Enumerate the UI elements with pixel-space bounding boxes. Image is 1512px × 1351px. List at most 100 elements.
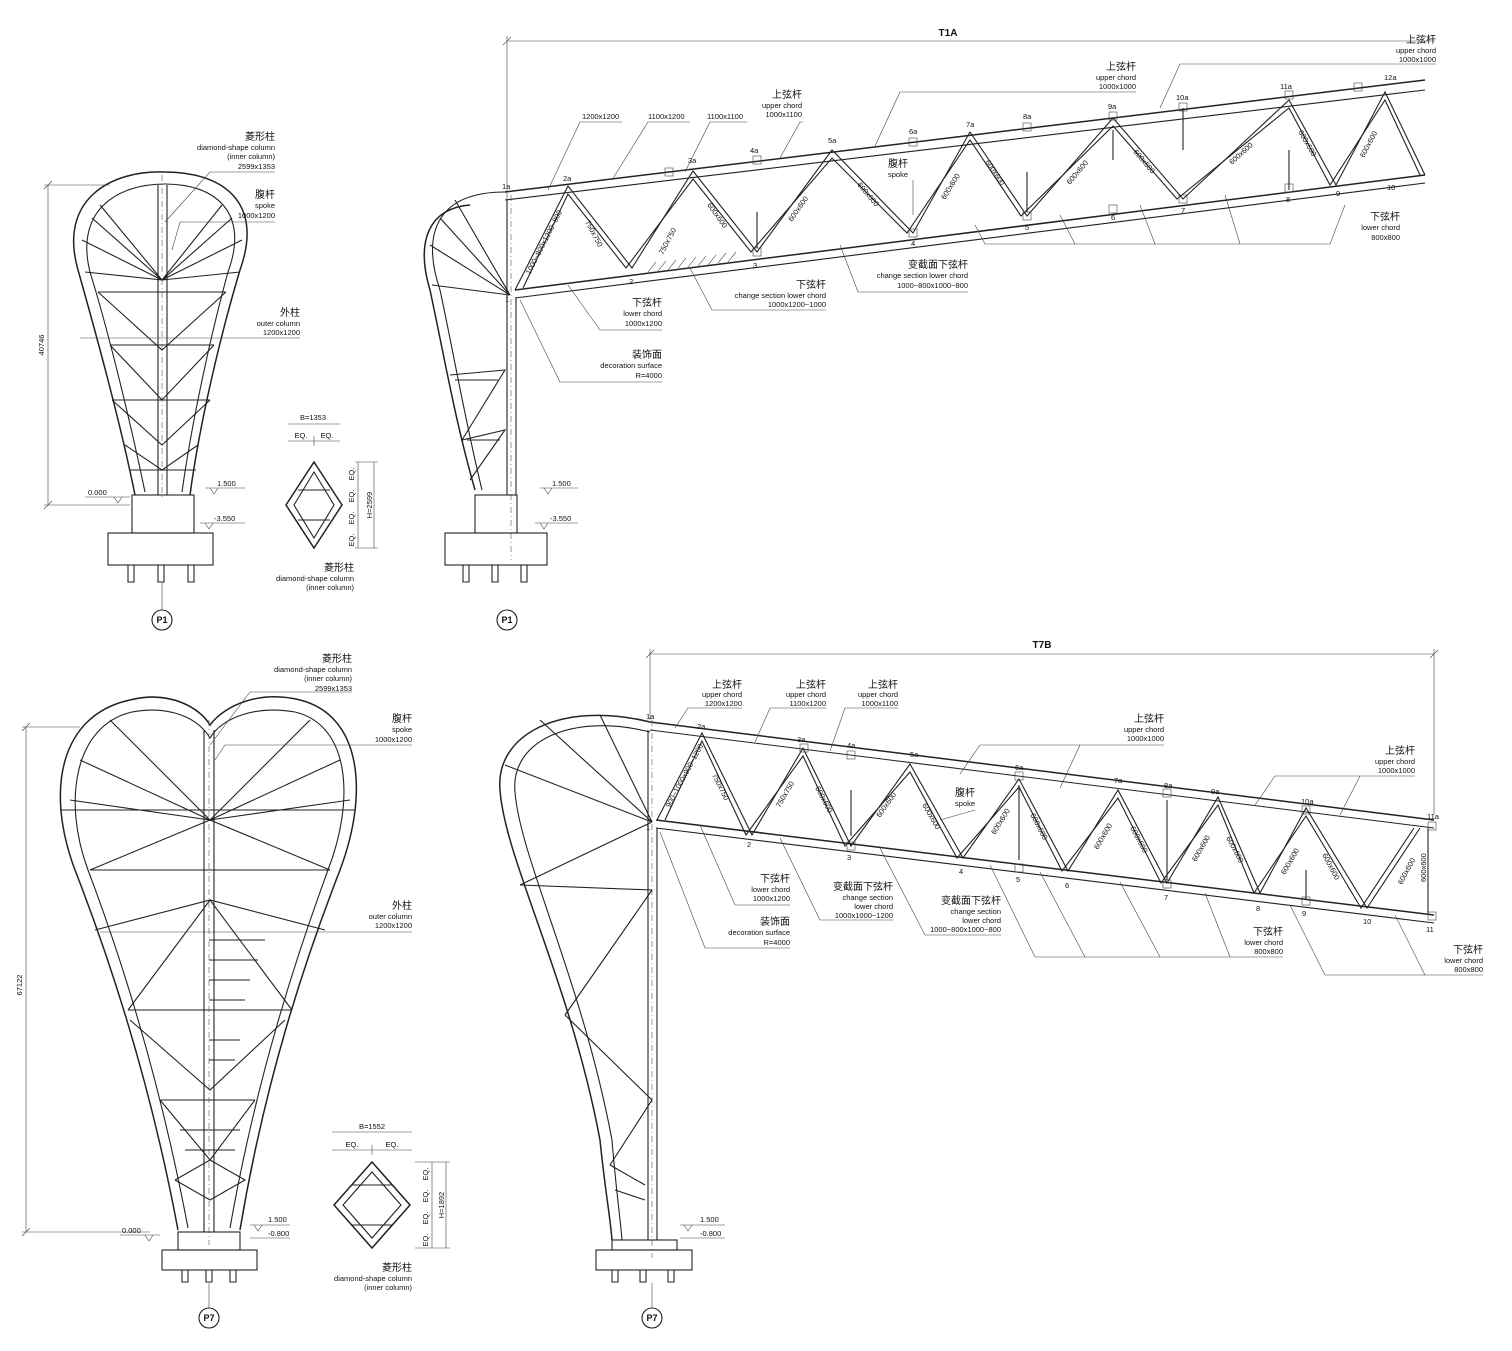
section-label-en2: (inner column): [306, 583, 354, 592]
leader-lc1: [567, 284, 662, 331]
truss-title: T7B: [1033, 640, 1052, 651]
node-9a: 9a: [1211, 787, 1220, 796]
lower-chord-en-2: lower chord: [1361, 223, 1400, 232]
upper-chord-cn-a: 上弦杆: [712, 678, 742, 691]
diamond-outline: [285, 460, 343, 550]
piles: [462, 565, 528, 583]
node-5a: 5a: [910, 750, 919, 759]
dimension-tick: [21, 1227, 31, 1237]
web-size-16: 600x600: [1419, 853, 1428, 882]
node-8a: 8a: [1164, 781, 1173, 790]
upper-chord-cn-d: 上弦杆: [1134, 712, 1164, 725]
section-eq-v3: EQ.: [347, 512, 356, 525]
column-base: [611, 1239, 678, 1251]
pile-cap: [161, 1249, 258, 1271]
t1a-truss-elevation: T1A: [423, 28, 1436, 631]
node-2: 2: [747, 840, 751, 849]
web-members-inner: [664, 739, 1415, 910]
node-3: 3: [847, 853, 851, 862]
pile-cap: [444, 532, 548, 566]
leader-uc-b: [754, 707, 826, 743]
upper-chord-cn-b: 上弦杆: [796, 678, 826, 691]
web-size-9: 600x600: [1065, 158, 1090, 186]
fan-spokes: [504, 714, 653, 1201]
inner-label-en: diamond-shape column: [197, 143, 275, 152]
truss-title: T1A: [939, 28, 958, 39]
node-9: 9: [1302, 909, 1306, 918]
upper-chord-bottom: [504, 89, 1426, 201]
node-7: 7: [1164, 893, 1168, 902]
node-5: 5: [1016, 875, 1020, 884]
column-tag-bubble: [198, 1307, 220, 1329]
leader-uc1: [779, 121, 803, 159]
section-eq-v3: EQ.: [421, 1212, 430, 1225]
level-1: 1.500: [700, 1215, 719, 1224]
node-8: 8: [1256, 904, 1260, 913]
upper-chord-size-a: 1200x1200: [705, 699, 742, 708]
leader-spoke: [214, 744, 412, 761]
lower-chord-en-2: lower chord: [1244, 938, 1283, 947]
lower-chord-size-1: 1000x1200: [625, 319, 662, 328]
leader-s1: [547, 121, 622, 191]
level-marker-icon: [204, 522, 214, 530]
leader-cs2: [689, 267, 826, 311]
web-size-10: 600x600: [1131, 148, 1156, 176]
leader-lc2c: [1139, 204, 1156, 245]
size-1100x1200: 1100x1200: [648, 112, 685, 121]
leader-lc2c: [1119, 881, 1161, 958]
web-size-1: 900~1000x900~1200: [664, 742, 705, 809]
level-2: -3.550: [550, 514, 571, 523]
leader-uc3: [1159, 63, 1436, 109]
p7-diamond-section: B=1552 EQ. EQ. EQ. EQ. EQ. EQ. H=1892 菱形…: [332, 1122, 450, 1292]
section-eq-1: EQ.: [346, 1140, 359, 1149]
leader-lc1: [699, 824, 790, 906]
lower-chord-cn-2: 下弦杆: [1370, 210, 1400, 223]
node-10: 10: [1363, 917, 1371, 926]
dimension-tick: [645, 649, 655, 659]
node-1a: 1a: [646, 712, 655, 721]
node-10a: 10a: [1176, 93, 1189, 102]
leader-spoke: [939, 809, 976, 821]
node-1: 1: [646, 823, 650, 832]
leader-lc2b: [1039, 871, 1086, 958]
outer-column-inner-outline: [74, 709, 345, 1229]
inner-label-en2: (inner column): [227, 152, 275, 161]
node-6: 6: [1111, 213, 1115, 222]
upper-chord-top: [504, 79, 1426, 193]
outer-column-outline: [59, 696, 358, 1231]
deco-label-en: decoration surface: [728, 928, 790, 937]
web-size-7: 600x600: [989, 807, 1012, 836]
web-size-14: 600x600: [1320, 852, 1341, 882]
level-marker-icon: [539, 522, 549, 530]
upper-chord-size-d: 1000x1000: [1127, 734, 1164, 743]
spoke-label-size: 1000x1200: [375, 735, 412, 744]
node-11: 11: [1426, 925, 1434, 934]
lower-chord-en-3: lower chord: [1444, 956, 1483, 965]
inner-label-en2: (inner column): [304, 674, 352, 683]
cs2-label-cn: 变截面下弦杆: [941, 894, 1001, 907]
height-dimension: 67122: [15, 975, 24, 996]
secondary-verticals: [756, 108, 1290, 248]
t7b-truss-elevation: T7B 1a 2a 3a 4a 5a 6a 7a 8a 9a 10a 11a 1…: [499, 640, 1483, 1329]
p1-column-elevation: 40746 0.000 1.500 -3.550 菱形柱 diamond-sha…: [37, 130, 300, 631]
leader-lc2: [989, 864, 1283, 958]
node-9a: 9a: [1108, 102, 1117, 111]
cs2-label-en: change section: [951, 907, 1001, 916]
outer-column-outline: [72, 171, 248, 496]
level-marker-icon: [144, 1234, 154, 1242]
inner-label-cn: 菱形柱: [322, 652, 352, 665]
lower-chord-cn-1: 下弦杆: [632, 296, 662, 309]
diamond-outline: [332, 1160, 412, 1250]
diamond-inner: [293, 470, 335, 540]
spoke-label-en: spoke: [255, 201, 275, 210]
cs1-label-en2: lower chord: [854, 902, 893, 911]
lower-chord-top: [514, 174, 1426, 291]
section-eq-2: EQ.: [321, 431, 334, 440]
web-size-4: 600x600: [813, 785, 834, 815]
web-size-2: 750x750: [583, 219, 604, 249]
node-boxes: [799, 743, 1437, 921]
cs2-label-size: 1000~800x1000~800: [930, 925, 1001, 934]
section-eq-1: EQ.: [295, 431, 308, 440]
deco-label-r: R=4000: [764, 938, 790, 947]
